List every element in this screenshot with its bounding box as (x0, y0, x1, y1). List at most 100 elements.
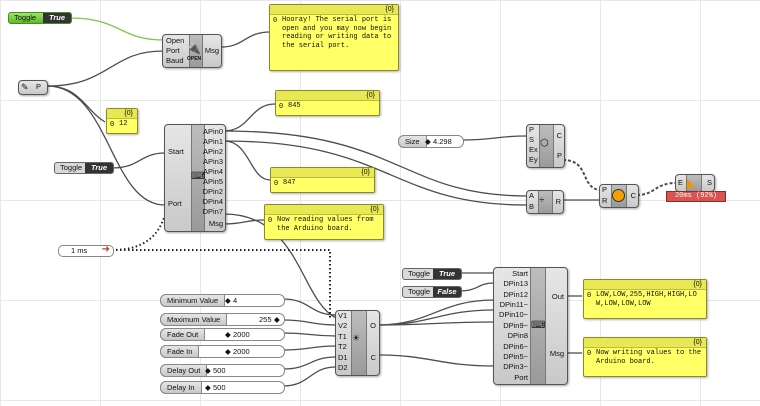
input-t1[interactable]: T1 (338, 332, 347, 341)
output-dpin2[interactable]: DPin2 (202, 187, 223, 196)
port-param[interactable]: ✎ P (18, 80, 48, 95)
toggle-start[interactable]: Toggle True (54, 162, 114, 174)
input-start[interactable]: Start (512, 269, 528, 278)
toggle-dpin13[interactable]: Toggle False (402, 286, 462, 298)
output-msg[interactable]: Msg (204, 46, 219, 55)
input-d2[interactable]: D2 (338, 363, 348, 372)
slider-value: 255 (259, 315, 272, 324)
input-dpin9[interactable]: DPin9~ (503, 321, 528, 330)
slider-delay-in[interactable]: Delay In ◆ 500 (160, 381, 285, 394)
component-c[interactable]: P R C (599, 184, 639, 208)
output-msg[interactable]: Msg (208, 219, 223, 228)
component-b[interactable]: A B ÷ R (526, 190, 564, 214)
input-dpin3[interactable]: DPin3~ (503, 362, 528, 371)
output-s[interactable]: S (706, 178, 712, 187)
component-d[interactable]: E ◣ S (675, 174, 715, 192)
wire-apin0-845 (223, 103, 276, 132)
arduino-read-component[interactable]: Start Port ⌨ APin0 APin1 APin2 APin3 APi… (164, 124, 226, 232)
input-dpin10[interactable]: DPin10~ (499, 310, 528, 319)
slider-grip[interactable]: ◆ (274, 315, 280, 324)
panel-writing[interactable]: {0} 0 Now writing values to the Arduino … (583, 337, 707, 377)
divide-icon: ÷ (539, 195, 545, 206)
output-out[interactable]: Out (551, 292, 564, 301)
panel-12[interactable]: {0} 0 12 (106, 108, 138, 134)
input-s[interactable]: S (529, 135, 535, 144)
panel-reading[interactable]: {0} 0 Now reading values from the Arduin… (264, 204, 384, 240)
output-c[interactable]: C (630, 191, 636, 200)
output-msg[interactable]: Msg (549, 349, 564, 358)
input-v1[interactable]: V1 (338, 311, 348, 320)
component-a[interactable]: P S Ex Ey ⬡ C P (526, 124, 565, 168)
slider-fade-in[interactable]: Fade In ◆ 2000 (160, 345, 285, 358)
output-apin3[interactable]: APin3 (202, 157, 223, 166)
timer-wire-fade (112, 249, 331, 318)
panel-serial-open[interactable]: {0} 0 Hooray! The serial port is open an… (269, 4, 399, 71)
input-dpin13[interactable]: DPin13 (503, 279, 528, 288)
output-c[interactable]: C (556, 131, 562, 140)
output-p[interactable]: P (556, 151, 562, 160)
input-port[interactable]: Port (514, 373, 528, 382)
size-slider[interactable]: Size ◆ 4.298 (398, 135, 464, 148)
input-start[interactable]: Start (168, 147, 184, 156)
input-port[interactable]: Port (166, 46, 180, 55)
input-b[interactable]: B (529, 202, 535, 211)
output-apin5[interactable]: APin5 (202, 177, 223, 186)
output-dpin4[interactable]: DPin4 (202, 197, 223, 206)
panel-845[interactable]: {0} 0 845 (275, 90, 380, 116)
slider-label: Minimum Value (160, 294, 226, 307)
timer-wire-read (111, 214, 166, 251)
slider-grip[interactable]: ◆ (425, 137, 431, 146)
open-serial-component[interactable]: Open Port Baud 🔌 OPEN Msg (162, 34, 222, 68)
panel-text: Hooray! The serial port is open and you … (282, 16, 392, 50)
input-r[interactable]: R (602, 196, 608, 205)
input-port[interactable]: Port (168, 199, 182, 208)
input-dpin8[interactable]: DPin8 (507, 331, 528, 340)
slider-grip[interactable]: ◆ (205, 383, 211, 392)
wire-toggle-dpin13 (459, 282, 495, 292)
slider-value: 2000 (233, 347, 250, 356)
output-apin1[interactable]: APin1 (202, 137, 223, 146)
input-dpin6[interactable]: DPin6~ (503, 342, 528, 351)
output-apin4[interactable]: APin4 (202, 167, 223, 176)
output-dpin7[interactable]: DPin7 (202, 207, 223, 216)
input-open[interactable]: Open (166, 36, 185, 45)
toggle-top[interactable]: Toggle True (8, 12, 72, 24)
input-v2[interactable]: V2 (338, 321, 348, 330)
input-baud[interactable]: Baud (166, 56, 184, 65)
input-dpin5[interactable]: DPin5~ (503, 352, 528, 361)
slider-delay-out[interactable]: Delay Out ◆ 500 (160, 364, 285, 377)
output-c[interactable]: C (370, 353, 376, 362)
runtime-warning-badge: 20ms (92%) (666, 191, 726, 202)
timer[interactable]: 1 ms ➜ (58, 245, 114, 257)
slider-grip[interactable]: ◆ (205, 366, 211, 375)
slider-grip[interactable]: ◆ (225, 330, 231, 339)
input-e[interactable]: E (678, 178, 684, 187)
input-dpin12[interactable]: DPin12 (503, 290, 528, 299)
slider-grip[interactable]: ◆ (225, 296, 231, 305)
output-apin2[interactable]: APin2 (202, 147, 223, 156)
output-o[interactable]: O (370, 321, 376, 330)
input-p[interactable]: P (529, 125, 535, 134)
arduino-fade-component[interactable]: V1 V2 T1 T2 D1 D2 ☀ O C (335, 310, 380, 376)
slider-fade-out[interactable]: Fade Out ◆ 2000 (160, 328, 285, 341)
input-d1[interactable]: D1 (338, 353, 348, 362)
slider-grip[interactable]: ◆ (225, 347, 231, 356)
output-apin0[interactable]: APin0 (202, 127, 223, 136)
slider-maximum-value[interactable]: Maximum Value 255 ◆ (160, 313, 285, 326)
toggle-value: True (85, 163, 113, 173)
panel-847[interactable]: {0} 0 847 (270, 167, 375, 193)
input-a[interactable]: A (529, 191, 535, 200)
wire-apin0-b (223, 130, 528, 197)
panel-out[interactable]: {0} 0 LOW,LOW,255,HIGH,HIGH,LOW,LOW,LOW,… (583, 279, 707, 319)
input-t2[interactable]: T2 (338, 342, 347, 351)
panel-row: 0 (110, 121, 115, 129)
arduino-write-component[interactable]: Start DPin13 DPin12 DPin11~ DPin10~ DPin… (493, 267, 568, 385)
input-p[interactable]: P (602, 185, 608, 194)
toggle-write-start[interactable]: Toggle True (402, 268, 462, 280)
wire-delayin-d2 (282, 366, 337, 387)
input-ex[interactable]: Ex (529, 145, 538, 154)
input-ey[interactable]: Ey (529, 155, 538, 164)
output-r[interactable]: R (555, 197, 561, 206)
input-dpin11[interactable]: DPin11~ (499, 300, 528, 309)
slider-minimum-value[interactable]: Minimum Value ◆ 4 (160, 294, 285, 307)
